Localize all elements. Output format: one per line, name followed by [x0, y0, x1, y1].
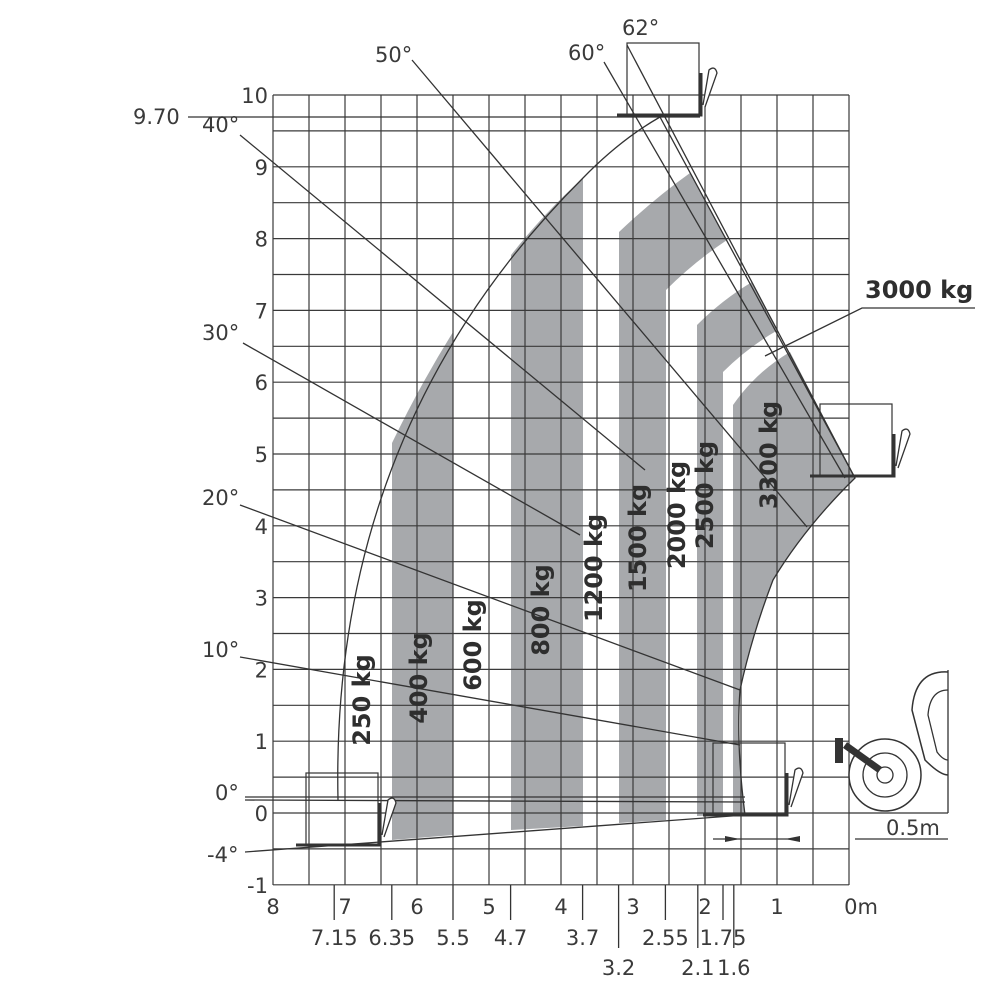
angle-label: 0°	[215, 781, 239, 805]
angle-label: 20°	[202, 486, 239, 510]
band-2500kg	[697, 282, 778, 816]
fork-icon	[810, 434, 896, 478]
x-tick-label: 0m	[844, 895, 878, 919]
y-tick-label: -1	[247, 874, 268, 898]
boom-angle-line	[244, 799, 746, 803]
y-tick-label: 3	[255, 587, 268, 611]
boom-angle-line	[603, 61, 846, 479]
working-envelope	[337, 116, 856, 816]
load-label: 1200 kg	[580, 514, 608, 622]
x-tick-label: 3	[626, 895, 639, 919]
y-tick-label: 8	[255, 228, 268, 252]
boom-mount-icon	[835, 738, 843, 763]
y-tick-label: 0	[255, 802, 268, 826]
sub-tick-label: 2.1	[681, 956, 714, 980]
fork-carriage-icon	[788, 767, 804, 808]
fork-icon	[617, 73, 703, 117]
wheel-hub-icon	[876, 766, 894, 784]
y-tick-label: 5	[255, 443, 268, 467]
sub-tick-label: 6.35	[368, 926, 415, 950]
sub-tick-label: 1.6	[717, 956, 750, 980]
fork-icon	[296, 803, 382, 847]
angle-label: 30°	[202, 321, 239, 345]
y-tick-label: 10	[241, 84, 268, 108]
sub-tick-label: 5.5	[436, 926, 469, 950]
fork-carriage-icon	[895, 428, 911, 469]
angle-label: 10°	[202, 638, 239, 662]
load-label: 2500 kg	[691, 441, 719, 549]
y-tick-label: 9	[255, 156, 268, 180]
dimension-arrows	[725, 836, 800, 842]
angle-label: 50°	[375, 43, 412, 67]
band-400kg	[392, 332, 453, 840]
x-tick-label: 4	[554, 895, 567, 919]
x-tick-label: 7	[338, 895, 351, 919]
fork-icon	[703, 773, 789, 817]
max-height-label: 9.70	[133, 105, 180, 129]
y-tick-label: 4	[255, 515, 268, 539]
x-tick-label: 2	[698, 895, 711, 919]
angle-label: 60°	[568, 41, 605, 65]
load-label: 3000 kg	[865, 276, 973, 304]
fork-carriage-icon	[702, 67, 718, 108]
band-1500kg	[619, 173, 727, 823]
wheel-icon	[848, 738, 922, 812]
boom-pivot-icon	[842, 742, 883, 773]
y-tick-label: 1	[255, 730, 268, 754]
load-label: 3300 kg	[755, 401, 783, 509]
load-leader-line	[764, 307, 975, 357]
sub-tick-label: 2.55	[642, 926, 689, 950]
y-tick-label: 6	[255, 371, 268, 395]
angle-label: -4°	[207, 843, 238, 867]
y-tick-label: 7	[255, 299, 268, 323]
sub-tick-label: 3.7	[566, 926, 599, 950]
x-tick-label: 1	[770, 895, 783, 919]
y-tick-label: 2	[255, 658, 268, 682]
dimension-label: 0.5m	[886, 816, 940, 840]
load-label: 600 kg	[459, 599, 487, 691]
load-label: 2000 kg	[663, 461, 691, 569]
boom-angle-line	[411, 59, 808, 528]
x-tick-label: 5	[482, 895, 495, 919]
x-tick-label: 8	[266, 895, 279, 919]
band-3300kg	[733, 352, 855, 815]
load-label: 400 kg	[405, 632, 433, 724]
band-800kg	[511, 178, 583, 830]
boom-angle-line	[239, 504, 741, 691]
boom-angle-line	[242, 342, 581, 536]
fork-carriage-icon	[381, 797, 397, 838]
x-tick-label: 6	[410, 895, 423, 919]
sub-tick-label: 7.15	[311, 926, 358, 950]
boom-angle-line	[239, 656, 741, 746]
sub-tick-label: 4.7	[494, 926, 527, 950]
load-box	[305, 772, 379, 846]
load-label: 250 kg	[348, 654, 376, 746]
load-box	[626, 42, 700, 116]
load-label: 1500 kg	[624, 484, 652, 592]
sub-tick-label: 1.75	[700, 926, 747, 950]
angle-label: 62°	[622, 16, 659, 40]
wheel-rim-icon	[862, 752, 908, 798]
load-label: 800 kg	[527, 564, 555, 656]
sub-tick-label: 3.2	[602, 956, 635, 980]
truck-cab-icon	[911, 671, 949, 776]
boom-angle-line	[239, 134, 646, 471]
truck-window-icon	[927, 689, 949, 761]
load-box	[712, 742, 786, 816]
